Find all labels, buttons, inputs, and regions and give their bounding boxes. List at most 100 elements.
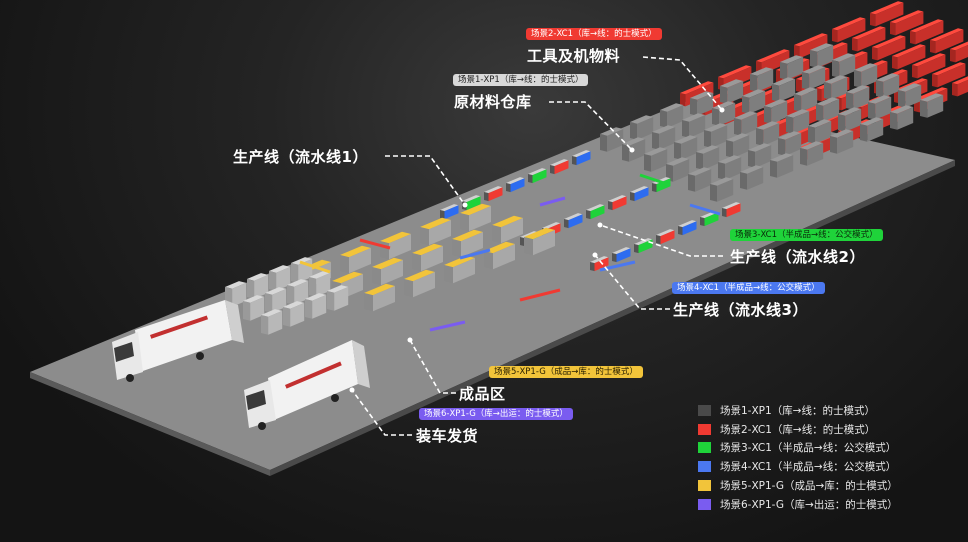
legend-item: 场景5-XP1-G（成品→库：的士模式）: [698, 476, 898, 495]
tool-rack: [930, 28, 964, 54]
legend-item: 场景3-XC1（半成品→线：公交模式）: [698, 439, 898, 458]
legend-swatch: [698, 461, 711, 473]
line-station: [506, 177, 525, 193]
legend-swatch: [698, 498, 711, 510]
line-station: [608, 195, 627, 211]
raw-material-block: [742, 89, 766, 114]
line-station: [550, 159, 569, 175]
tool-rack: [870, 1, 904, 27]
line-station: [572, 150, 591, 166]
raw-material-block: [780, 55, 804, 80]
tool-rack: [892, 44, 926, 70]
raw-material-block: [808, 119, 832, 144]
raw-material-block: [772, 77, 796, 102]
raw-material-block: [718, 155, 742, 180]
legend-item: 场景2-XC1（库→线：的士模式）: [698, 420, 898, 439]
raw-material-block: [600, 127, 624, 152]
leader-lines: [351, 56, 723, 436]
raw-material-block: [666, 157, 690, 182]
zone-title-finished: 成品区: [459, 385, 506, 403]
raw-material-block: [920, 93, 944, 118]
line-station: [484, 186, 503, 202]
zone-tag-finished: 场景5-XP1-G（成品→库：的士模式）: [489, 366, 643, 378]
zone-title-line2: 生产线（流水线2）: [730, 248, 865, 266]
legend-swatch: [698, 480, 711, 492]
raw-material-block: [786, 109, 810, 134]
raw-material-block: [794, 87, 818, 112]
zone-title-tools: 工具及机物料: [527, 47, 621, 65]
pallet-stack: [287, 279, 309, 305]
zone-tag-loading: 场景6-XP1-G（库→出运：的士模式）: [419, 408, 573, 420]
raw-material-block: [756, 121, 780, 146]
raw-material-block: [630, 115, 654, 140]
raw-material-block: [740, 165, 764, 190]
line-station: [590, 256, 609, 272]
pallet-stack: [243, 295, 265, 321]
line-station: [656, 229, 675, 245]
pallet-stack: [247, 273, 269, 299]
line-station: [612, 247, 631, 263]
finished-goods-block: [484, 241, 515, 270]
zone-tag-raw: 场景1-XP1（库→线：的士模式）: [453, 74, 589, 86]
line-station: [722, 202, 741, 218]
raw-material-block: [734, 111, 758, 136]
raw-material-block: [854, 63, 878, 88]
raw-material-block: [652, 125, 676, 150]
raw-material-block: [830, 129, 854, 154]
raw-material-block: [800, 141, 824, 166]
pallet-stack: [261, 309, 283, 335]
finished-goods-block: [404, 269, 435, 298]
raw-material-block: [710, 177, 734, 202]
finished-goods-block: [412, 243, 443, 272]
pallet-stack: [269, 265, 291, 291]
raw-material-block: [770, 153, 794, 178]
tool-rack: [872, 35, 906, 61]
raw-material-block: [846, 85, 870, 110]
tool-rack: [794, 33, 828, 59]
raw-material-block: [860, 117, 884, 142]
tool-rack: [952, 76, 968, 97]
legend-label: 场景2-XC1（库→线：的士模式）: [720, 423, 876, 436]
legend-label: 场景6-XP1-G（库→出运：的士模式）: [720, 498, 898, 511]
zone-tag-line2: 场景3-XC1（半成品→线：公交模式）: [730, 229, 883, 241]
raw-material-block: [726, 133, 750, 158]
finished-goods-block: [444, 255, 475, 284]
raw-material-block: [802, 65, 826, 90]
floor-edge: [30, 372, 270, 476]
finished-goods-block: [492, 215, 523, 244]
tool-rack: [950, 41, 968, 63]
pallet-stack: [305, 293, 327, 319]
raw-material-block: [876, 73, 900, 98]
pallet-stack: [265, 287, 287, 313]
finished-goods-block: [364, 283, 395, 312]
zone-tag-tools: 场景2-XC1（库→线：的士模式）: [526, 28, 662, 40]
legend-label: 场景4-XC1（半成品→线：公交模式）: [720, 461, 897, 474]
raw-material-block: [644, 147, 668, 172]
legend: 场景1-XP1（库→线：的士模式） 场景2-XC1（库→线：的士模式） 场景3-…: [698, 401, 898, 514]
tool-rack: [932, 62, 966, 88]
legend-item: 场景6-XP1-G（库→出运：的士模式）: [698, 495, 898, 514]
raw-material-block: [696, 145, 720, 170]
raw-material-block: [816, 97, 840, 122]
line-station: [528, 168, 547, 184]
zone-title-line3: 生产线（流水线3）: [673, 301, 808, 319]
zone-title-line1: 生产线（流水线1）: [233, 148, 368, 166]
legend-label: 场景1-XP1（库→线：的士模式）: [720, 404, 875, 417]
finished-goods-block: [524, 227, 555, 256]
raw-material-block: [890, 105, 914, 130]
legend-item: 场景1-XP1（库→线：的士模式）: [698, 401, 898, 420]
raw-material-block: [832, 53, 856, 78]
legend-swatch: [698, 423, 711, 435]
legend-swatch: [698, 442, 711, 454]
raw-material-block: [704, 123, 728, 148]
pallet-stack: [327, 285, 349, 311]
raw-material-block: [750, 67, 774, 92]
raw-material-block: [838, 107, 862, 132]
raw-material-block: [778, 131, 802, 156]
tool-rack: [912, 53, 946, 79]
raw-material-block: [824, 75, 848, 100]
tool-rack: [890, 10, 924, 36]
line-station: [564, 213, 583, 229]
zone-title-raw: 原材料仓库: [454, 93, 532, 111]
